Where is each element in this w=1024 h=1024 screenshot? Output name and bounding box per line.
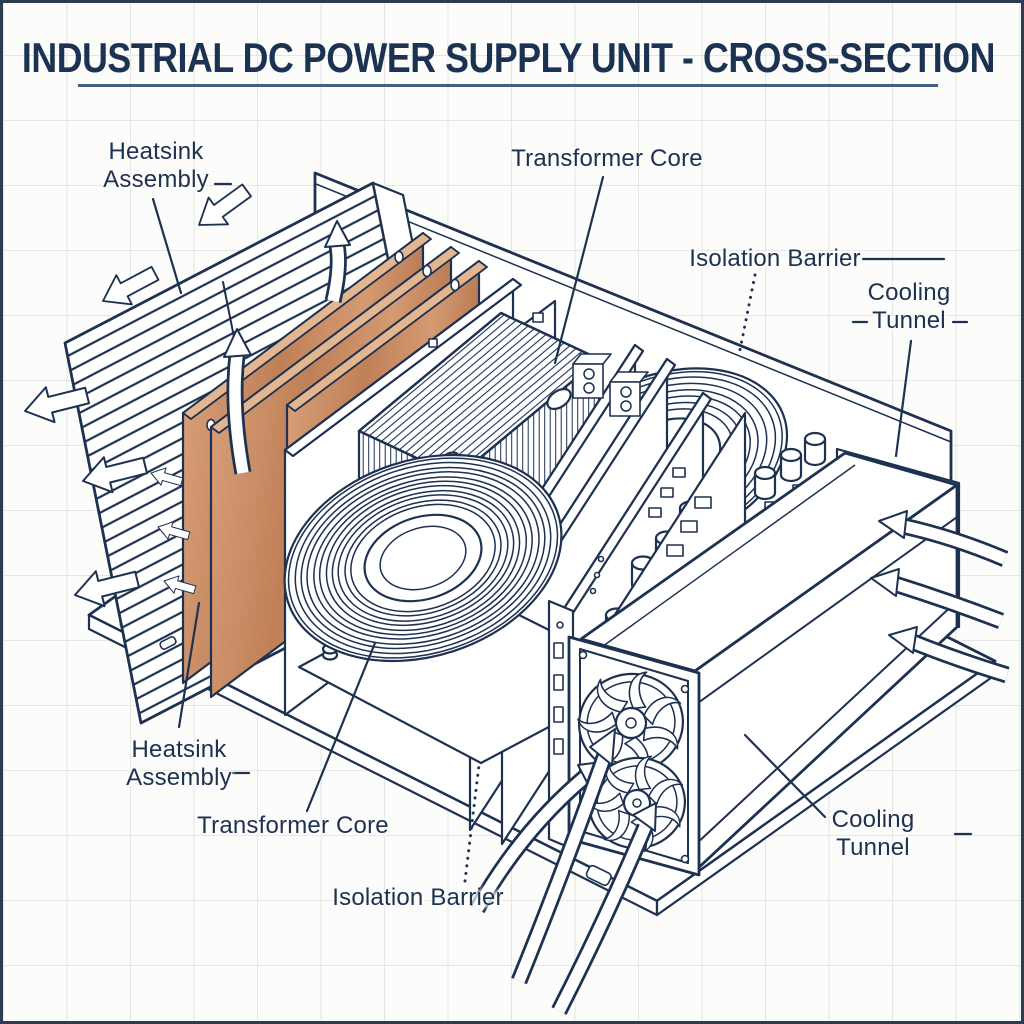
- terminal-blocks: [572, 353, 649, 417]
- page-title: INDUSTRIAL DC POWER SUPPLY UNIT - CROSS-…: [21, 34, 995, 81]
- label-cooling-tunnel-bottom: Cooling Tunnel: [831, 806, 915, 861]
- label-heatsink-assembly-bottom: Heatsink Assembly: [126, 736, 232, 791]
- title-underline: [78, 84, 938, 87]
- leader-lines: [151, 175, 973, 883]
- cross-section-illustration: [19, 171, 1010, 1015]
- fan-icon: [585, 751, 687, 853]
- airflow-arrows-tunnel: [870, 510, 1010, 684]
- airflow-arrows-fans: [469, 728, 657, 1015]
- label-isolation-barrier-bottom: Isolation Barrier: [332, 884, 504, 912]
- label-cooling-tunnel-top: Cooling Tunnel: [867, 279, 951, 334]
- label-heatsink-assembly-top: Heatsink Assembly: [103, 138, 209, 193]
- airflow-arrows-heatsink: [19, 176, 351, 614]
- label-isolation-barrier-top: Isolation Barrier: [689, 245, 861, 273]
- page-title-text: INDUSTRIAL DC POWER SUPPLY UNIT - CROSS-…: [21, 34, 995, 81]
- label-transformer-core-top: Transformer Core: [511, 145, 703, 173]
- label-transformer-core-bottom: Transformer Core: [197, 812, 389, 840]
